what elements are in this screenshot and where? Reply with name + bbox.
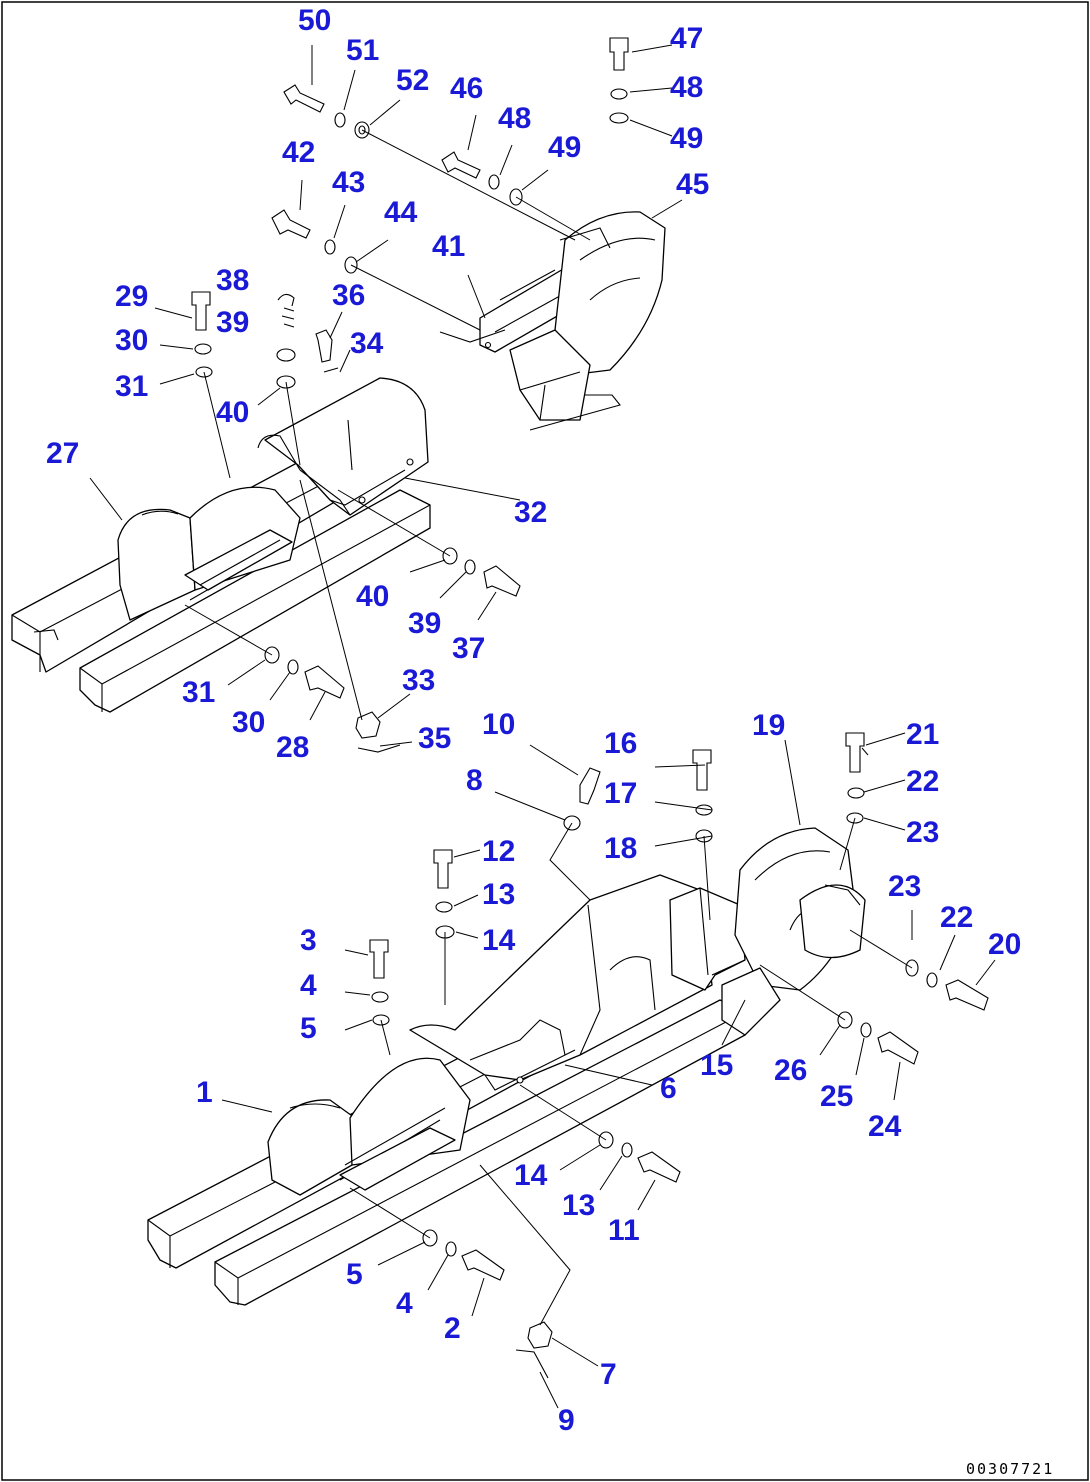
upper-leader-lines: [89, 44, 683, 747]
callout-49-top: 49: [670, 122, 703, 155]
callout-23: 23: [906, 816, 939, 849]
callout-34: 34: [350, 327, 384, 360]
callout-28: 28: [276, 731, 309, 764]
callout-27: 27: [46, 437, 79, 470]
lower-leader-lines: [221, 732, 996, 1409]
callout-39-lower: 39: [408, 607, 441, 640]
callout-33: 33: [402, 664, 435, 697]
callout-50: 50: [298, 4, 331, 37]
callout-49: 49: [548, 131, 581, 164]
callout-3: 3: [300, 924, 317, 957]
callout-52: 52: [396, 64, 429, 97]
callout-51: 51: [346, 34, 379, 67]
callout-30: 30: [115, 324, 148, 357]
callout-10: 10: [482, 708, 515, 741]
callout-36: 36: [332, 279, 365, 312]
callout-11: 11: [608, 1214, 640, 1247]
callout-4: 4: [300, 969, 317, 1002]
callout-31: 31: [115, 370, 148, 403]
callout-18: 18: [604, 832, 637, 865]
callout-40-lower: 40: [356, 580, 389, 613]
callout-38: 38: [216, 264, 249, 297]
callout-4-lower: 4: [396, 1287, 413, 1320]
callout-1: 1: [196, 1076, 213, 1109]
callout-22: 22: [906, 765, 939, 798]
callout-29: 29: [115, 280, 148, 313]
callout-12: 12: [482, 835, 515, 868]
callout-8: 8: [466, 764, 483, 797]
callout-5: 5: [300, 1012, 317, 1045]
callout-30-lower: 30: [232, 706, 265, 739]
callout-20: 20: [988, 928, 1021, 961]
callout-40: 40: [216, 396, 249, 429]
callout-45: 45: [676, 168, 709, 201]
callout-14: 14: [482, 924, 516, 957]
callout-13: 13: [482, 878, 515, 911]
callout-39: 39: [216, 306, 249, 339]
callout-19: 19: [752, 709, 785, 742]
callout-43: 43: [332, 166, 365, 199]
callout-47: 47: [670, 22, 703, 55]
callout-32: 32: [514, 496, 547, 529]
callout-2: 2: [444, 1312, 461, 1345]
callout-48: 48: [498, 102, 531, 135]
callout-9: 9: [558, 1404, 575, 1437]
callout-15: 15: [700, 1049, 733, 1082]
callout-22-right: 22: [940, 901, 973, 934]
callout-31-lower: 31: [182, 676, 215, 709]
callout-24: 24: [868, 1110, 902, 1143]
callout-25: 25: [820, 1080, 853, 1113]
callout-48-top: 48: [670, 71, 703, 104]
callout-7: 7: [600, 1358, 617, 1391]
callout-labels: 50 51 52 46 48 49 47 48 49 45 42 43 44 4…: [46, 4, 1021, 1437]
callout-6: 6: [660, 1072, 677, 1105]
callout-13-lower: 13: [562, 1189, 595, 1222]
callout-44: 44: [384, 196, 418, 229]
callout-46: 46: [450, 72, 483, 105]
callout-35: 35: [418, 722, 451, 755]
callout-14-lower: 14: [514, 1159, 548, 1192]
callout-42: 42: [282, 136, 315, 169]
callout-23-right: 23: [888, 870, 921, 903]
lower-hardware: [369, 732, 989, 1379]
callout-17: 17: [604, 777, 637, 810]
callout-16: 16: [604, 727, 637, 760]
callout-26: 26: [774, 1054, 807, 1087]
callout-21: 21: [906, 718, 939, 751]
callout-41: 41: [432, 230, 465, 263]
upper-assembly: [11, 211, 666, 713]
callout-37: 37: [452, 632, 485, 665]
callout-5-lower: 5: [346, 1258, 363, 1291]
drawing-reference-code: 00307721: [966, 1460, 1054, 1478]
